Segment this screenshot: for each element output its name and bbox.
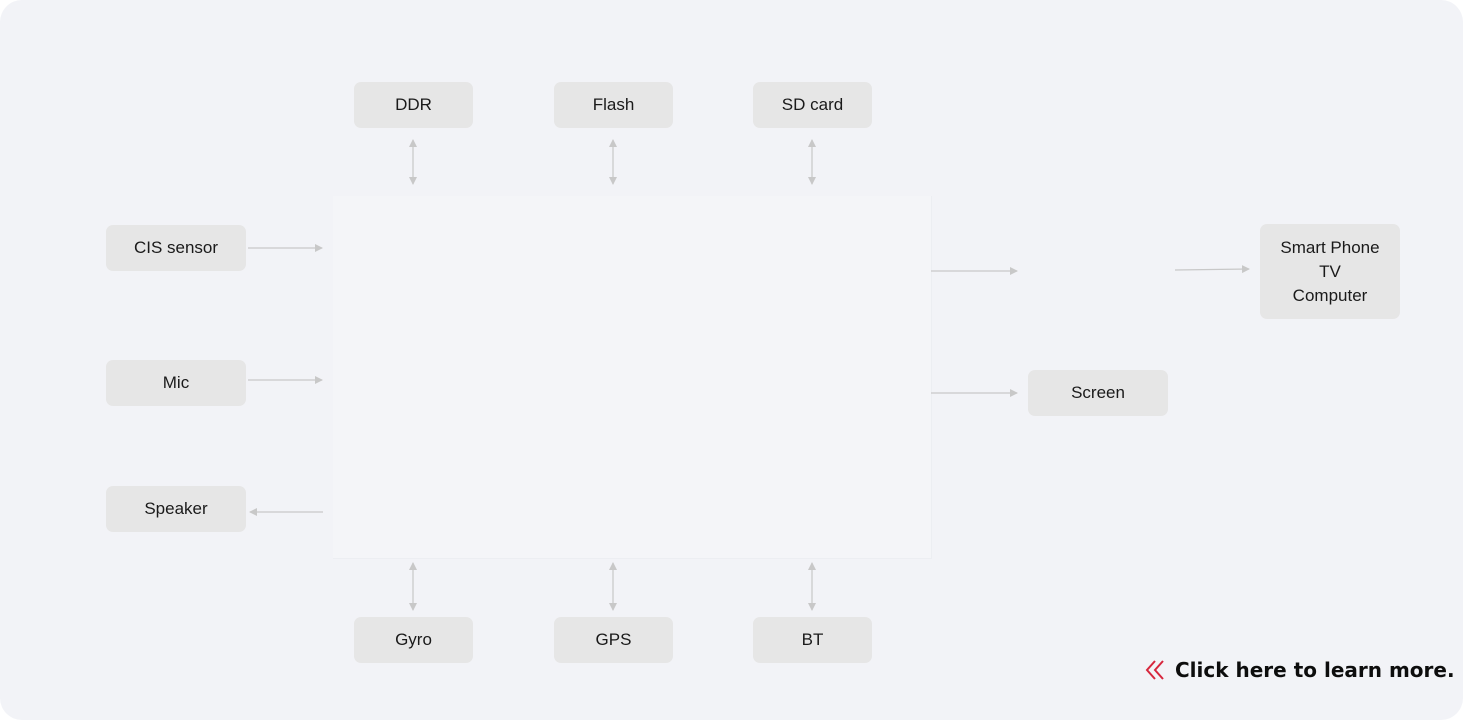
speaker-label: Speaker (144, 499, 208, 518)
cis-sensor-block: CIS sensor (106, 225, 246, 271)
screen-label: Screen (1071, 383, 1125, 402)
ddr-label: DDR (395, 95, 432, 114)
gps-block: GPS (554, 617, 673, 663)
gyro-block: Gyro (354, 617, 473, 663)
mic-label: Mic (162, 373, 190, 392)
gps-label: GPS (595, 630, 632, 649)
learn-more-link[interactable]: Click here to learn more. (1143, 654, 1455, 686)
double-chevron-left-icon (1143, 657, 1169, 683)
speaker-block: Speaker (106, 486, 246, 532)
bt-block: BT (753, 617, 872, 663)
flash-block: Flash (554, 82, 673, 128)
screen-block: Screen (1028, 370, 1168, 416)
sdcard-block: SD card (753, 82, 872, 128)
soc-block (333, 196, 932, 559)
ddr-block: DDR (354, 82, 473, 128)
learn-more-label: Click here to learn more. (1175, 658, 1455, 682)
device-computer-label: Computer (1292, 285, 1368, 305)
bt-label: BT (801, 630, 824, 649)
gyro-label: Gyro (395, 630, 432, 649)
device-tv-label: TV (1319, 261, 1341, 281)
devices-output-arrow (1174, 265, 1250, 274)
flash-label: Flash (592, 95, 635, 114)
sdcard-label: SD card (781, 95, 844, 114)
device-smartphone-label: Smart Phone (1280, 237, 1380, 257)
mic-block: Mic (106, 360, 246, 406)
devices-block: Smart Phone TV Computer (1260, 224, 1400, 319)
cis-sensor-label: CIS sensor (133, 238, 219, 257)
